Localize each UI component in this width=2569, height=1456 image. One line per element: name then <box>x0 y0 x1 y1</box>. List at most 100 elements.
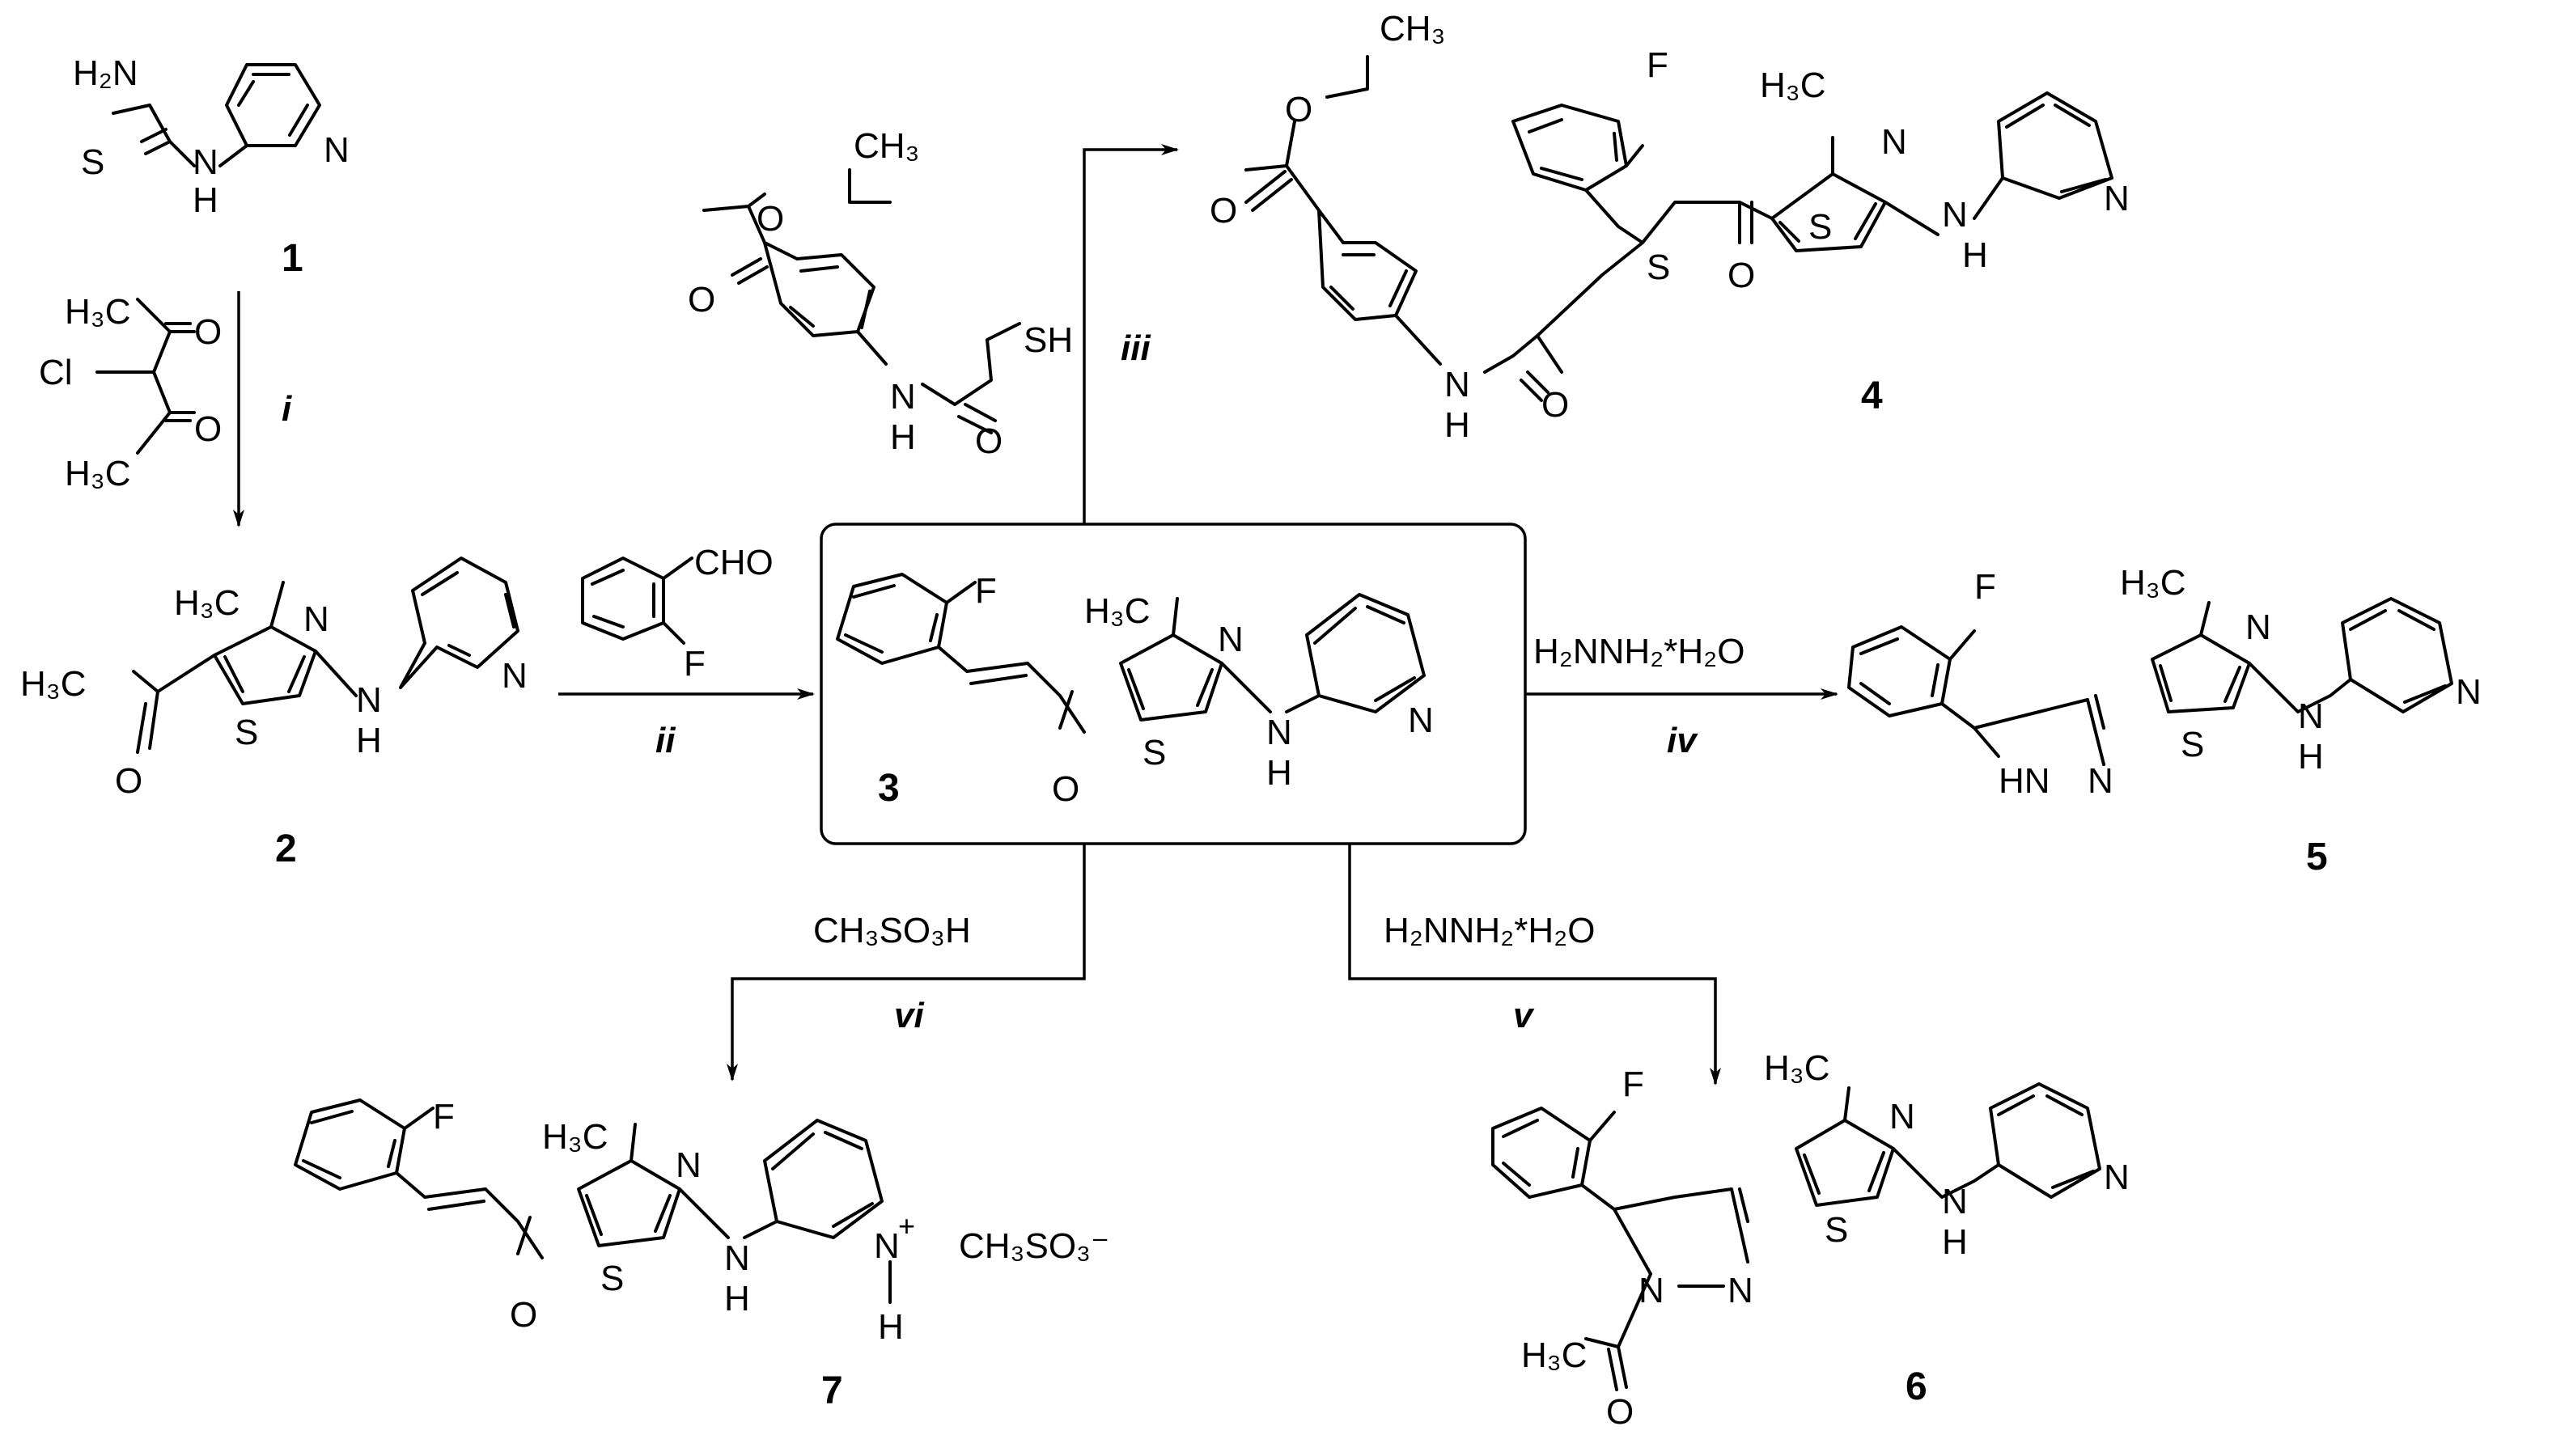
thiazole-sulfur-label: S <box>600 1259 624 1298</box>
fluorine-label: F <box>684 644 706 684</box>
amine-hydrogen-label: H <box>1962 235 1988 275</box>
ester-oxygen-label: O <box>1285 90 1312 129</box>
pyrazoline-nitrogen-label: N <box>2088 761 2113 801</box>
fluorine-label: F <box>975 571 997 611</box>
amine-nitrogen-label: N <box>1266 713 1292 752</box>
condition-v: v <box>1513 996 1535 1035</box>
ketone-oxygen-label: O <box>510 1295 537 1335</box>
pyridine-nitrogen-label: N <box>2104 179 2130 218</box>
thiazole-sulfur-label: S <box>2181 725 2204 764</box>
compound-number: 2 <box>275 827 297 870</box>
chlorine-label: Cl <box>39 353 73 392</box>
thiol-reagent: CH₃ O O SH N H O <box>688 126 1073 461</box>
reagent-hydrazine-v: H₂NNH₂*H₂O <box>1384 911 1595 950</box>
thiourea-nitrogen-label: N <box>193 142 218 182</box>
methyl-label: H₃C <box>174 583 240 623</box>
acetyl-methyl-label: H₃C <box>20 664 86 704</box>
amine-hydrogen-label: H <box>356 721 382 760</box>
arrow-step-v <box>1348 844 1721 1086</box>
amide-nitrogen-label: N <box>1444 365 1470 404</box>
compound-7: F H₃C O N S N H N + H CH₃SO₃⁻ 7 <box>294 1097 1109 1412</box>
amine-hydrogen-label: H <box>2298 737 2324 777</box>
amide-hydrogen-label: H <box>890 417 916 457</box>
methyl-label-a: H₃C <box>65 292 130 332</box>
condition-i: i <box>282 389 292 429</box>
amine-hydrogen-label: H <box>724 1279 750 1318</box>
thione-sulfur-label: S <box>81 142 104 182</box>
thiazole-nitrogen-label: N <box>1881 122 1907 162</box>
pyrazoline-nitrogen-label-2: N <box>1728 1271 1753 1310</box>
carbonyl-oxygen-label-a: O <box>194 312 222 352</box>
compound-1: H₂N S N H N 1 <box>73 53 350 280</box>
thioether-sulfur-label: S <box>1647 248 1670 287</box>
amide-oxygen-label: O <box>1541 385 1569 425</box>
compound-number: 5 <box>2306 836 2328 878</box>
thiazole-sulfur-label: S <box>235 713 258 752</box>
fluorine-label: F <box>1622 1064 1644 1104</box>
arrow-step-vi <box>727 844 1086 1081</box>
amine-nitrogen-label: N <box>2298 696 2324 736</box>
pyridine-nitrogen-label: N <box>324 130 350 170</box>
amine-hydrogen-label: H <box>1266 753 1292 793</box>
fluorine-label: F <box>1974 567 1996 607</box>
amine-nitrogen-label: N <box>1942 1182 1968 1221</box>
carbonyl-oxygen-label: O <box>1210 191 1237 231</box>
chlorodiketone-reagent: H₃C O Cl O H₃C <box>39 292 222 493</box>
ethyl-methyl-label: CH₃ <box>1380 9 1445 49</box>
amide-oxygen-label: O <box>975 421 1003 461</box>
compound-4: CH₃ O O N H O S F O H₃C N S N H N 4 <box>1210 9 2130 445</box>
pyridinium-hydrogen-label: H <box>878 1307 904 1347</box>
compound-6: F N N H₃C O H₃C N S N H N 6 <box>1491 1048 2130 1432</box>
aldehyde-label: CHO <box>694 543 774 582</box>
compound-3-box <box>820 523 1527 845</box>
methyl-label: H₃C <box>1084 591 1150 631</box>
positive-charge-label: + <box>898 1209 915 1242</box>
thiazole-nitrogen-label: N <box>1218 620 1244 659</box>
acetyl-oxygen-label: O <box>1606 1392 1634 1432</box>
pyridine-nitrogen-label: N <box>2104 1158 2130 1197</box>
compound-number: 4 <box>1861 375 1883 417</box>
compound-3: F H₃C O N S N H N 3 <box>836 571 1434 810</box>
fluorine-label: F <box>1647 45 1668 85</box>
aldehyde-reagent: CHO F <box>581 543 774 684</box>
ethyl-methyl-label: CH₃ <box>854 126 919 166</box>
amine-nitrogen-label: N <box>1942 195 1968 235</box>
pyrazoline-nitrogen-label-1: N <box>1638 1271 1664 1310</box>
compound-2: H₃C H₃C O N S N H N 2 <box>20 557 528 870</box>
ester-oxygen-label: O <box>757 199 784 239</box>
thiazole-nitrogen-label: N <box>676 1145 702 1185</box>
thiourea-hydrogen-label: H <box>193 180 218 220</box>
methyl-label: H₃C <box>1764 1048 1829 1088</box>
compound-number: 3 <box>878 767 900 810</box>
thiazole-sulfur-label: S <box>1808 207 1832 247</box>
thiazole-sulfur-label: S <box>1825 1210 1848 1250</box>
amine-nitrogen-label: N <box>724 1238 750 1278</box>
methyl-label: H₃C <box>1760 66 1825 105</box>
condition-vi: vi <box>894 996 924 1035</box>
thiazole-nitrogen-label: N <box>303 599 329 639</box>
pyridinium-nitrogen-label: N <box>874 1226 900 1266</box>
acetyl-methyl-label: H₃C <box>1521 1335 1587 1375</box>
condition-iv: iv <box>1667 721 1698 760</box>
thiazole-nitrogen-label: N <box>1889 1097 1915 1136</box>
compound-5: F HN N H₃C N S N H N 5 <box>1847 563 2482 878</box>
reagent-methanesulfonic-acid: CH₃SO₃H <box>813 911 971 950</box>
amide-nitrogen-label: N <box>890 377 916 417</box>
thiazole-nitrogen-label: N <box>2245 607 2271 647</box>
methyl-label: H₃C <box>542 1117 608 1157</box>
compound-number: 6 <box>1906 1365 1927 1408</box>
condition-iii: iii <box>1121 328 1151 368</box>
amine-label: H₂N <box>73 53 138 93</box>
pyridine-nitrogen-label: N <box>502 656 528 696</box>
compound-number: 7 <box>821 1369 843 1412</box>
ketone-oxygen-label: O <box>1728 256 1755 295</box>
reagent-hydrazine-iv: H₂NNH₂*H₂O <box>1533 632 1744 671</box>
mesylate-counterion-label: CH₃SO₃⁻ <box>959 1226 1109 1266</box>
amine-nitrogen-label: N <box>356 680 382 720</box>
methyl-label: H₃C <box>2120 563 2185 603</box>
pyrazoline-hn-label: HN <box>1999 761 2050 801</box>
pyridine-nitrogen-label: N <box>2456 672 2482 712</box>
condition-ii: ii <box>655 721 676 760</box>
amine-hydrogen-label: H <box>1942 1222 1968 1262</box>
